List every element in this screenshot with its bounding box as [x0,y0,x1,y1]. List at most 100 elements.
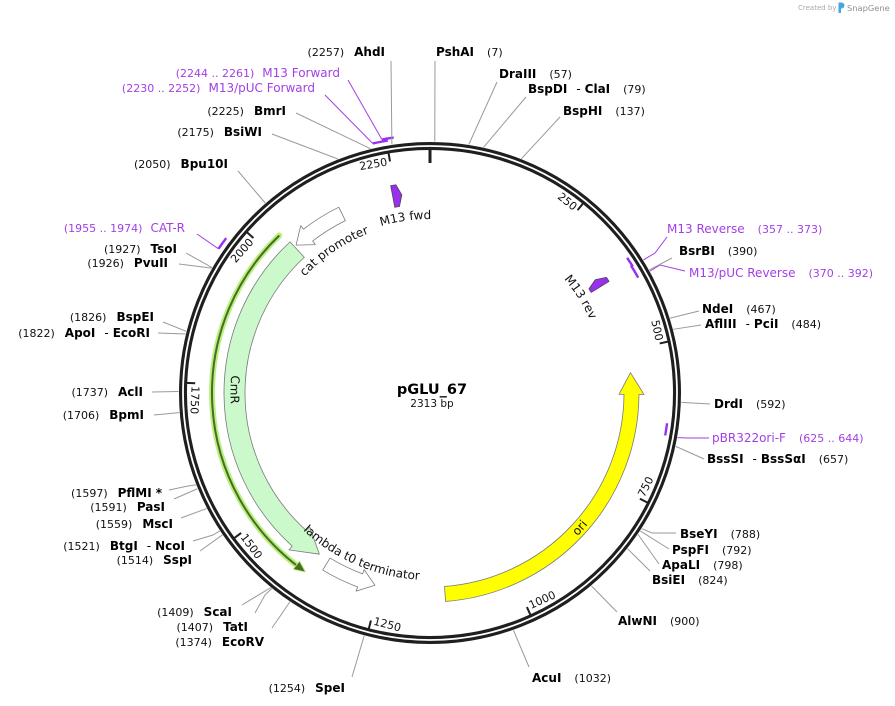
enzyme-label[interactable]: BspDI-ClaI(79) [528,82,646,96]
feature-arrow[interactable] [444,372,645,602]
primer-m13-forward[interactable]: (2244 .. 2261)M13 Forward [176,66,394,141]
enzyme-site-bspei[interactable]: (1826)BspEI [70,310,187,332]
primer-cat-r[interactable]: (1955 .. 1974)CAT-R [64,221,228,250]
enzyme-label[interactable]: BssSI-BssSαI(657) [707,452,848,466]
enzyme-label[interactable]: PshAI(7) [436,45,503,59]
enzyme-label[interactable]: (1822)ApoI-EcoRI [18,326,150,340]
enzyme-label[interactable]: (1514)SspI [117,553,192,567]
enzyme-site-apoi[interactable]: (1822)ApoI-EcoRI [18,326,186,340]
enzyme-site-afliii[interactable]: AflIII-PciI(484) [673,317,821,331]
feature-lambda-t0-terminator[interactable]: lambda t0 terminator [301,522,420,592]
enzyme-site-acli[interactable]: (1737)AclI [71,385,179,399]
enzyme-label[interactable]: AflIII-PciI(484) [705,317,821,331]
enzyme-site-bmri[interactable]: (2225)BmrI [207,104,371,150]
enzyme-label[interactable]: (1409)ScaI [157,605,232,619]
feature-arrow[interactable] [223,241,320,555]
feature-m13-fwd[interactable]: M13 fwd [378,184,431,229]
enzyme-site-tsoi[interactable]: (1927)TsoI [104,242,213,268]
enzyme-site-ecorv[interactable]: (1374)EcoRV [175,601,291,649]
enzyme-site-bspdi[interactable]: BspDI-ClaI(79) [483,82,646,148]
enzyme-site-apali[interactable]: ApaLI(798) [637,534,743,572]
enzyme-label[interactable]: DrdI(592) [714,397,786,411]
enzyme-site-msci[interactable]: (1559)MscI [96,508,207,531]
feature-ori[interactable]: ori [444,372,645,602]
watermark-brand: SnapGene [847,3,890,13]
enzyme-site-bsrbi[interactable]: BsrBI(390) [649,244,757,271]
enzyme-label[interactable]: (1706)BpmI [63,408,144,422]
feature-cmr[interactable]: CmR [223,241,320,555]
enzyme-label[interactable]: (2050)Bpu10I [134,157,228,171]
feature-arrow[interactable] [390,184,403,208]
enzyme-label[interactable]: ApaLI(798) [662,558,743,572]
enzyme-label[interactable]: (1254)SpeI [269,681,345,695]
enzyme-site-tati[interactable]: (1407)TatI [176,588,273,634]
enzyme-site-pvuii[interactable]: (1926)PvuII [87,256,212,270]
feature-arrow[interactable] [322,557,376,592]
enzyme-site-bsiwi[interactable]: (2175)BsiWI [177,125,339,160]
enzyme-label[interactable]: (1597)PflMI* [71,486,163,500]
orf-indicator[interactable] [209,232,306,573]
enzyme-site-ahdi[interactable]: (2257)AhdI [308,45,393,145]
enzyme-label[interactable]: (1521)BtgI-NcoI [63,539,185,553]
feature-m13-rev[interactable]: M13 rev [562,272,610,321]
enzyme-label[interactable]: (1826)BspEI [70,310,154,324]
enzyme-label[interactable]: AlwNI(900) [618,614,700,628]
primer-label[interactable]: (2244 .. 2261)M13 Forward [176,66,340,80]
enzyme-site-acui[interactable]: AcuI(1032) [512,630,611,685]
feature-cat-promoter[interactable]: cat promoter [295,206,370,279]
enzyme-site-bsphi[interactable]: BspHI(137) [521,104,645,160]
feature-arrow[interactable] [295,206,346,246]
primer-label[interactable]: (2230 .. 2252)M13/pUC Forward [122,81,315,95]
enzyme-site-pasi[interactable]: (1591)PasI [90,488,198,514]
enzyme-position: (1407) [176,621,213,634]
enzyme-site-btgi[interactable]: (1521)BtgI-NcoI [63,530,220,553]
enzyme-site-ndei[interactable]: NdeI(467) [669,302,776,319]
enzyme-label[interactable]: (1927)TsoI [104,242,177,256]
enzyme-label[interactable]: (1374)EcoRV [175,635,264,649]
tick-mark [387,152,391,162]
primer-m13-reverse[interactable]: M13 Reverse(357 .. 373) [626,222,822,268]
enzyme-site-bsssi[interactable]: BssSI-BssSαI(657) [675,445,849,466]
enzyme-label[interactable]: (1559)MscI [96,517,173,531]
enzyme-label[interactable]: (2257)AhdI [308,45,385,59]
enzyme-site-bsiei[interactable]: BsiEI(824) [627,548,728,587]
enzyme-label[interactable]: (2225)BmrI [207,104,286,118]
enzyme-site-draiii[interactable]: DraIII(57) [468,67,572,145]
enzyme-label[interactable]: DraIII(57) [499,67,572,81]
primer-label[interactable]: pBR322ori-F(625 .. 644) [712,431,864,445]
enzyme-label[interactable]: (1407)TatI [176,620,248,634]
enzyme-site-spei[interactable]: (1254)SpeI [269,635,365,695]
enzyme-site-bpmi[interactable]: (1706)BpmI [63,408,180,422]
enzyme-site-bpu10i[interactable]: (2050)Bpu10I [134,157,266,204]
leader-line [675,445,705,460]
primer-m13-puc-forward[interactable]: (2230 .. 2252)M13/pUC Forward [122,81,388,145]
primer-label[interactable]: (1955 .. 1974)CAT-R [64,221,185,235]
enzyme-label[interactable]: (1926)PvuII [87,256,168,270]
enzyme-label[interactable]: BsrBI(390) [679,244,757,258]
leader-line [295,112,371,150]
primer-pbr322ori-f[interactable]: pBR322ori-F(625 .. 644) [664,423,864,445]
enzyme-label[interactable]: BspHI(137) [563,104,645,118]
enzyme-joiner: - [104,326,108,340]
enzyme-label[interactable]: (2175)BsiWI [177,125,262,139]
enzyme-label[interactable]: AcuI(1032) [532,671,611,685]
enzyme-label[interactable]: PspFI(792) [672,543,752,557]
enzyme-label[interactable]: BseYI(788) [680,527,760,541]
enzyme-label[interactable]: BsiEI(824) [652,573,728,587]
feature-arrow[interactable] [588,276,610,293]
enzyme-site-pflmi[interactable]: (1597)PflMI* [71,484,196,500]
enzyme-label[interactable]: NdeI(467) [702,302,776,316]
primer-label[interactable]: M13/pUC Reverse(370 .. 392) [689,266,873,280]
enzyme-site-bseyi[interactable]: BseYI(788) [641,527,760,541]
backbone-strand-gap [182,145,678,641]
enzyme-site-drdi[interactable]: DrdI(592) [681,397,786,411]
enzyme-label[interactable]: (1591)PasI [90,500,165,514]
enzyme-site-sspi[interactable]: (1514)SspI [117,534,223,567]
enzyme-site-alwni[interactable]: AlwNI(900) [591,585,700,628]
enzyme-label[interactable]: (1737)AclI [71,385,143,399]
primer-m13-puc-reverse[interactable]: M13/pUC Reverse(370 .. 392) [629,264,873,280]
enzyme-site-pspfi[interactable]: PspFI(792) [640,530,752,557]
enzyme-site-pshai[interactable]: PshAI(7) [434,45,503,142]
primer-label[interactable]: M13 Reverse(357 .. 373) [667,222,822,236]
enzyme-site-scai[interactable]: (1409)ScaI [157,587,271,619]
